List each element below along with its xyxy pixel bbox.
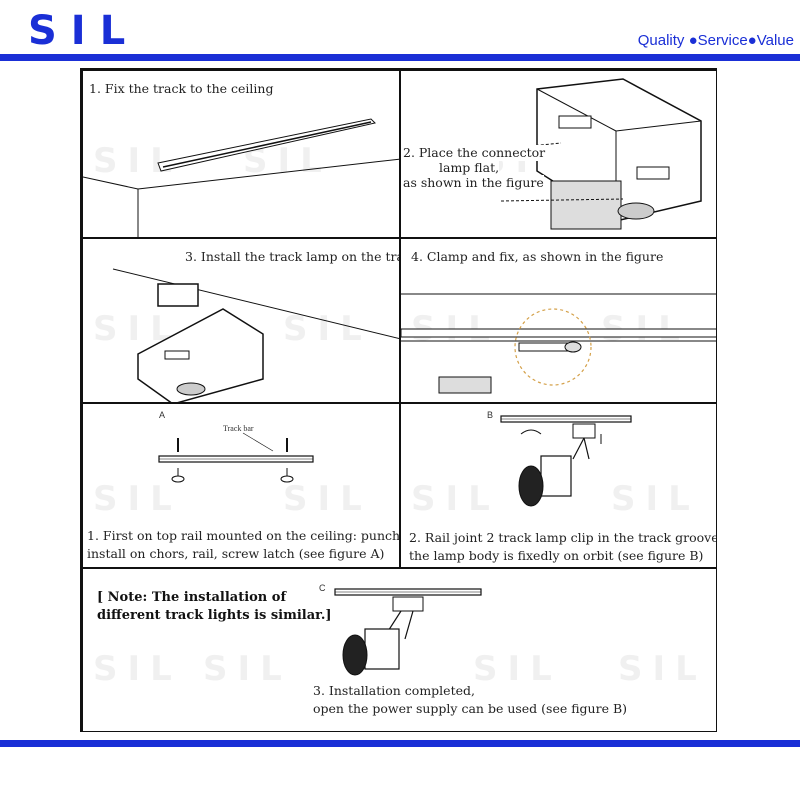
- ceiling-track-illustration: [83, 118, 399, 237]
- step-1-panel: SIL SIL 1. Fix the track to the ceiling: [82, 70, 400, 238]
- figure-a-caption-line-2: install on chors, rail, screw latch (see…: [87, 546, 385, 561]
- step-2-caption-line-3: as shown in the figure: [403, 175, 544, 191]
- lamp-clip-illustration: [500, 415, 632, 507]
- figure-b-label: B: [487, 410, 494, 420]
- figure-b-caption-line-2: the lamp body is fixedly on orbit (see f…: [409, 548, 704, 563]
- figure-b-panel: SIL SIL B 2. Rail joint 2 track lamp cli…: [400, 403, 717, 568]
- tagline: Quality ●Service●Value: [637, 32, 794, 49]
- step-1-caption: 1. Fix the track to the ceiling: [89, 81, 274, 96]
- step-3-panel: SIL SIL 3. Install the track lamp on the…: [82, 238, 400, 403]
- rail-mounting-illustration: [158, 432, 314, 483]
- figure-b-caption-line-1: 2. Rail joint 2 track lamp clip in the t…: [409, 530, 717, 545]
- figure-a-label: A: [159, 410, 166, 420]
- step-3-caption: 3. Install the track lamp on the track: [185, 249, 400, 264]
- top-blue-bar: [0, 54, 800, 61]
- track-bar-label: Track bar: [223, 424, 254, 433]
- step-4-panel: SIL SIL 4. Clamp and fix, as shown in th…: [400, 238, 717, 403]
- figure-a-panel: SIL SIL A Track bar 1. First on top rail…: [82, 403, 400, 568]
- step-2-caption-line-1: 2. Place the connector: [403, 145, 546, 161]
- lamp-on-track-illustration: [112, 268, 399, 402]
- figure-c-caption-line-2: open the power supply can be used (see f…: [313, 701, 628, 716]
- figure-c-panel: SIL SIL SIL SIL [ Note: The installation…: [82, 568, 717, 732]
- connector-illustration: [500, 78, 702, 230]
- figure-a-caption-line-1: 1. First on top rail mounted on the ceil…: [87, 528, 400, 543]
- figure-c-label: C: [319, 583, 326, 593]
- clamp-illustration: [401, 293, 716, 394]
- note-line-1: [ Note: The installation of: [97, 590, 287, 605]
- figure-c-caption-line-1: 3. Installation completed,: [313, 683, 475, 698]
- instruction-grid: SIL SIL 1. Fix the track to the ceiling …: [80, 68, 717, 732]
- installed-lamp-illustration: [334, 588, 482, 676]
- step-2-panel: SIL 2. Place the connector lamp flat, as…: [400, 70, 717, 238]
- step-4-caption: 4. Clamp and fix, as shown in the figure: [411, 249, 664, 264]
- note-line-2: different track lights is similar.]: [97, 608, 332, 623]
- bottom-blue-bar: [0, 740, 800, 747]
- sil-logo: SIL: [28, 8, 140, 54]
- step-2-caption-line-2: lamp flat,: [439, 160, 500, 176]
